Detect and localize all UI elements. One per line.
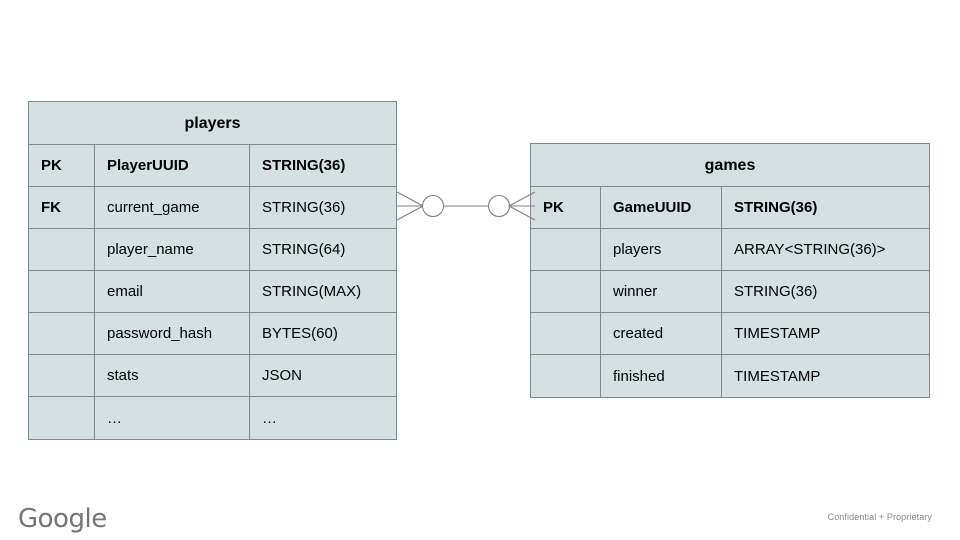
column-name: finished [601,355,722,397]
column-key [531,355,601,397]
column-key: PK [531,187,601,228]
cardinality-circle-left-icon [421,194,445,218]
table-row: … … [29,397,396,439]
entity-table-players: players PK PlayerUUID STRING(36) FK curr… [28,101,397,440]
column-key: FK [29,187,95,228]
table-row: FK current_game STRING(36) [29,187,396,229]
column-name: stats [95,355,250,396]
table-row: PK PlayerUUID STRING(36) [29,145,396,187]
column-type: STRING(36) [734,283,818,300]
entity-title-players: players [29,102,396,145]
column-type: BYTES(60) [262,325,338,342]
entity-title-games: games [531,144,929,187]
table-row: finished TIMESTAMP [531,355,929,397]
table-row: created TIMESTAMP [531,313,929,355]
column-name: PlayerUUID [95,145,250,186]
table-row: PK GameUUID STRING(36) [531,187,929,229]
column-type: STRING(MAX) [262,283,362,300]
column-key [29,271,95,312]
column-type: JSON [262,367,303,384]
table-row: player_name STRING(64) [29,229,396,271]
cardinality-circle-right-icon [487,194,511,218]
column-key [29,229,95,270]
column-key [29,355,95,396]
table-row: password_hash BYTES(60) [29,313,396,355]
column-name: email [95,271,250,312]
column-name: created [601,313,722,354]
column-name-ellipsis: … [95,397,250,439]
column-key [29,397,95,439]
column-type: TIMESTAMP [734,325,821,342]
column-type: TIMESTAMP [734,367,821,385]
table-row: stats JSON [29,355,396,397]
entity-table-games: games PK GameUUID STRING(36) players ARR… [530,143,930,398]
column-type: STRING(36) [734,199,818,216]
crowsfoot-right-icon [508,191,536,221]
column-name: player_name [95,229,250,270]
column-type: ARRAY<STRING(36)> [734,241,886,258]
column-name: current_game [95,187,250,228]
column-key [531,313,601,354]
relationship-connector-many-to-many [396,191,536,221]
table-row: players ARRAY<STRING(36)> [531,229,929,271]
column-name: winner [601,271,722,312]
column-key [531,271,601,312]
column-type: STRING(36) [262,199,346,216]
column-name: players [601,229,722,270]
column-type: STRING(36) [262,157,346,174]
table-row: winner STRING(36) [531,271,929,313]
column-name: password_hash [95,313,250,354]
column-type: STRING(64) [262,241,346,258]
column-key: PK [29,145,95,186]
column-name: GameUUID [601,187,722,228]
column-type-ellipsis: … [262,409,277,427]
google-logo: Google [18,504,107,534]
table-row: email STRING(MAX) [29,271,396,313]
confidentiality-notice: Confidential + Proprietary [827,512,932,522]
crowsfoot-left-icon [396,191,424,221]
column-key [531,229,601,270]
column-key [29,313,95,354]
